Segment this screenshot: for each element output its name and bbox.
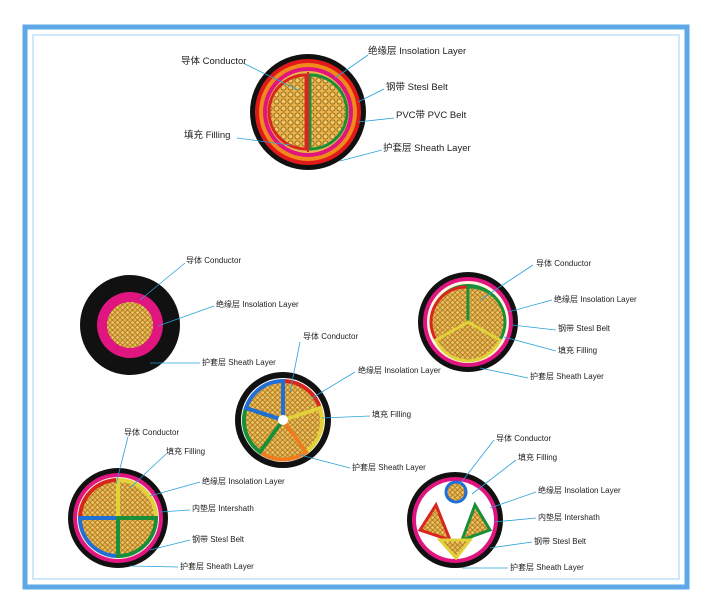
four-steel-label: 钢带 Stesl Belt: [192, 535, 245, 544]
threeplus-leaders: [459, 439, 537, 569]
five-filling-label: 填充 Filling: [372, 410, 412, 419]
top-conductor-label: 导体 Conductor: [181, 56, 247, 67]
three-leaders: [479, 264, 557, 379]
four-insulation-label: 绝缘层 Insolation Layer: [202, 477, 285, 486]
top-leaders: [236, 54, 395, 162]
three-sheath-label: 护套层 Sheath Layer: [530, 372, 604, 381]
four-filling-label: 填充 Filling: [166, 447, 206, 456]
five-conductor-label: 导体 Conductor: [303, 332, 359, 341]
threeplus-filling-label: 填充 Filling: [518, 453, 558, 462]
four-leaders: [115, 436, 201, 568]
threeplus-insulation-label: 绝缘层 Insolation Layer: [538, 486, 621, 495]
top-steel-label: 钢带 Stesl Belt: [386, 82, 448, 93]
single-core-cable: [80, 275, 180, 375]
three-filling-label: 填充 Filling: [558, 346, 598, 355]
inner-frame: [32, 34, 680, 580]
single-leaders: [139, 262, 215, 364]
top-filling-label: 填充 Filling: [184, 130, 231, 141]
outer-frame: [22, 24, 690, 590]
single-insulation-label: 绝缘层 Insolation Layer: [216, 300, 299, 309]
top-cable: [250, 54, 366, 170]
threeplus-sheath-label: 护套层 Sheath Layer: [510, 563, 584, 572]
four-sheath-label: 护套层 Sheath Layer: [180, 562, 254, 571]
three-insulation-label: 绝缘层 Insolation Layer: [554, 295, 637, 304]
five-insulation-label: 绝缘层 Insolation Layer: [358, 366, 441, 375]
four-conductor-label: 导体 Conductor: [124, 428, 180, 437]
three-conductor-label: 导体 Conductor: [536, 259, 592, 268]
single-conductor-label: 导体 Conductor: [186, 256, 242, 265]
threeplus-steel-label: 钢带 Stesl Belt: [534, 537, 587, 546]
three-plus-one-cable: [407, 472, 503, 568]
four-intersheath-label: 内垫层 Intershath: [192, 504, 254, 513]
top-pvc-label: PVC带 PVC Belt: [396, 110, 467, 121]
threeplus-conductor-label: 导体 Conductor: [496, 434, 552, 443]
four-core-cable: [68, 468, 168, 568]
single-sheath-label: 护套层 Sheath Layer: [202, 358, 276, 367]
threeplus-intersheath-label: 内垫层 Intershath: [538, 513, 600, 522]
top-insulation-label: 绝缘层 Insolation Layer: [368, 46, 467, 57]
three-core-cable: [418, 272, 518, 372]
five-sheath-label: 护套层 Sheath Layer: [352, 463, 426, 472]
five-core-cable: [235, 372, 331, 468]
five-leaders: [289, 341, 371, 469]
three-steel-label: 钢带 Stesl Belt: [558, 324, 611, 333]
top-sheath-label: 护套层 Sheath Layer: [383, 143, 471, 154]
